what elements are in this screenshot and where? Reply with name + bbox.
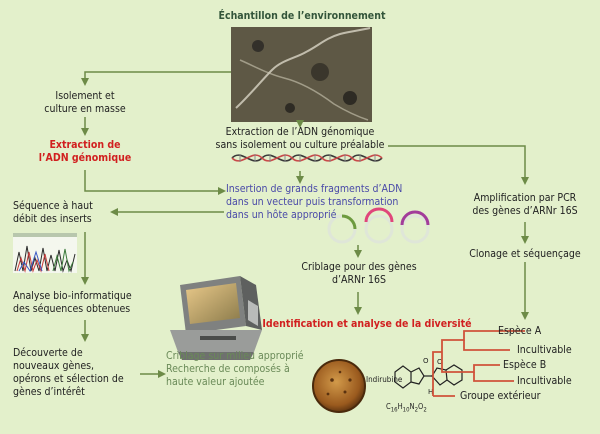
sequence-label: Séquence à haut débit des inserts	[13, 200, 93, 225]
indirubine-molecule-icon: H O O	[394, 357, 463, 396]
sample-title: Échantillon de l’environnement	[218, 10, 386, 22]
tree-incultivable-2: Incultivable	[517, 375, 572, 387]
plasmid-vector-icon	[327, 207, 430, 244]
extraction-direct-label: Extraction de l’ADN génomique sans isole…	[215, 126, 385, 151]
svg-text:O: O	[423, 357, 429, 365]
svg-text:O: O	[437, 358, 443, 366]
tree-groupe-exterieur: Groupe extérieur	[460, 390, 541, 402]
clonage-label: Clonage et séquençage	[469, 248, 581, 260]
indirubine-label: Indirubine	[366, 375, 403, 384]
tree-espece-b: Espèce B	[503, 359, 547, 371]
isolement-label: Isolement et culture en masse	[44, 90, 126, 115]
petri-dish-icon	[312, 359, 366, 413]
computer-icon	[170, 276, 262, 360]
chromatogram-icon	[13, 233, 77, 273]
extraction-highlight-label: Extraction de l’ADN génomique	[38, 139, 132, 164]
tree-espece-a: Espèce A	[498, 325, 542, 337]
svg-text:H: H	[428, 388, 433, 396]
phylogenetic-tree	[432, 330, 525, 397]
dna-double-helix-icon	[231, 154, 383, 162]
pcr-label: Amplification par PCR des gènes d’ARNr 1…	[472, 192, 578, 217]
criblage-genes-label: Criblage pour des gènes d’ARNr 16S	[301, 261, 417, 286]
identification-label: Identification et analyse de la diversit…	[262, 318, 472, 330]
decouverte-label: Découverte de nouveaux gènes, opérons et…	[13, 347, 124, 398]
analyse-label: Analyse bio-informatique des séquences o…	[13, 290, 132, 315]
molecular-formula: C16H10N2O2	[386, 402, 427, 414]
microscope-image	[231, 27, 372, 122]
tree-incultivable-1: Incultivable	[517, 344, 572, 356]
insertion-label: Insertion de grands fragments d’ADN dans…	[226, 183, 403, 221]
criblage-milieu-label: Criblage sur milieu approprié Recherche …	[166, 350, 304, 388]
